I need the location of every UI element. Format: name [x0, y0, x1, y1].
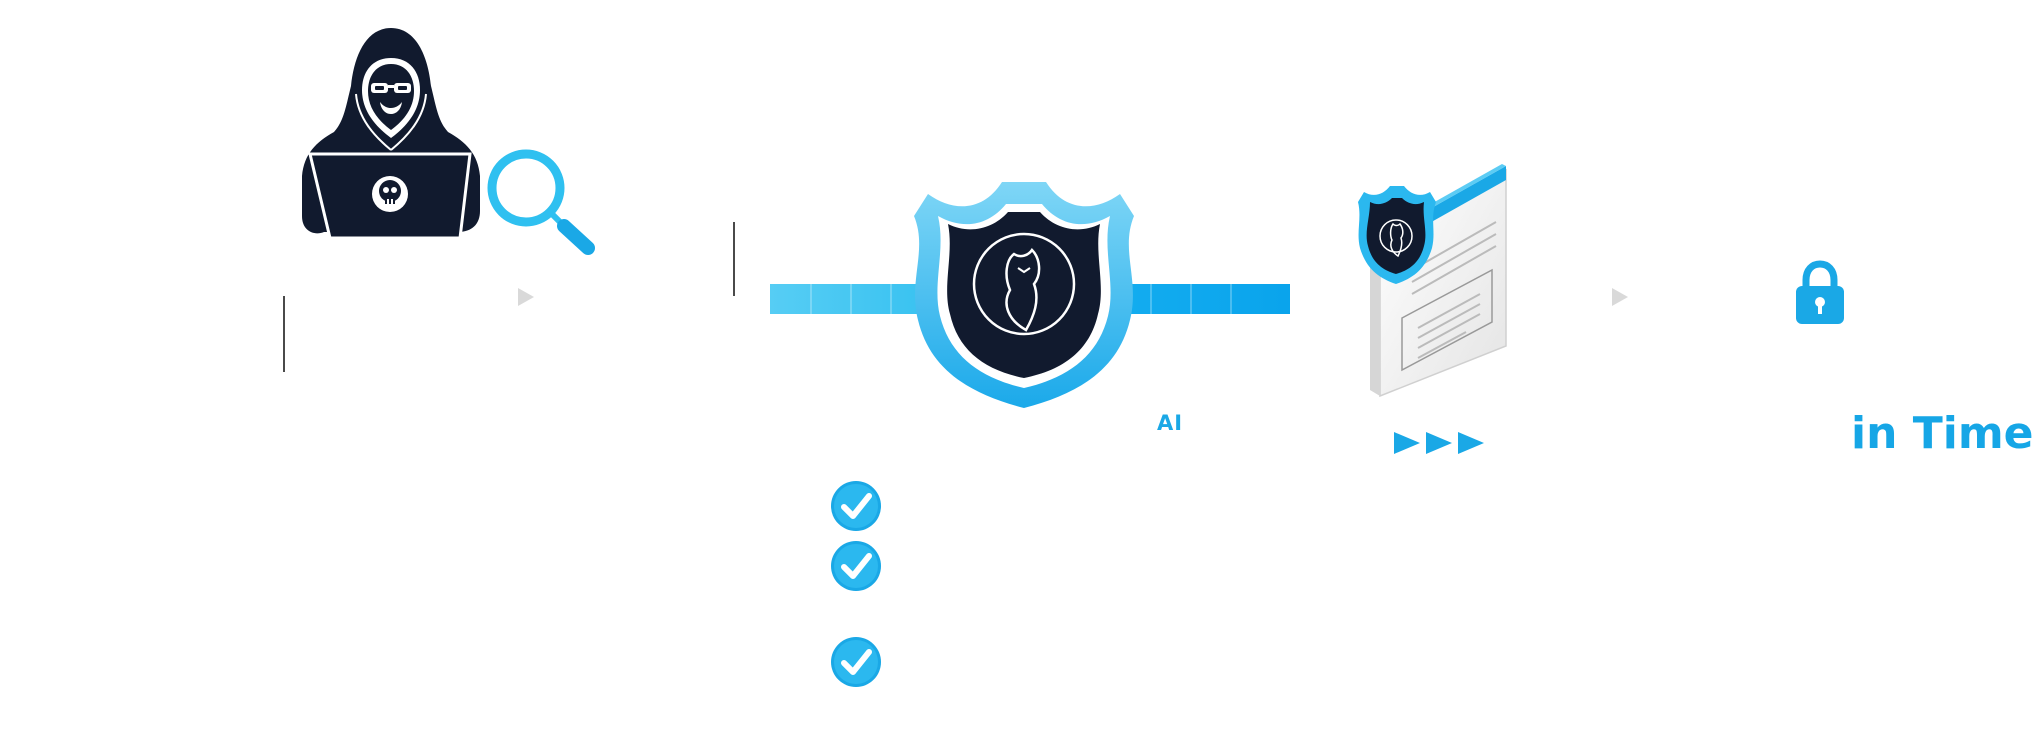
triple-arrow-icon [1392, 430, 1492, 456]
flow-arrow-1 [518, 288, 534, 306]
check-icon-1 [830, 480, 882, 532]
check-icon-3 [830, 636, 882, 688]
hacker-icon [296, 26, 486, 248]
ai-label: AI [1157, 411, 1184, 435]
connector-line-left [283, 296, 285, 372]
owl-shield-icon [908, 180, 1140, 410]
magnifier-icon [486, 148, 598, 260]
padlock-icon [1794, 260, 1846, 326]
check-icon-2 [830, 540, 882, 592]
in-time-label: in Time [1851, 408, 2034, 459]
flow-arrow-2 [1612, 288, 1628, 306]
protected-document-icon [1356, 158, 1516, 404]
connector-line-center [733, 222, 735, 296]
